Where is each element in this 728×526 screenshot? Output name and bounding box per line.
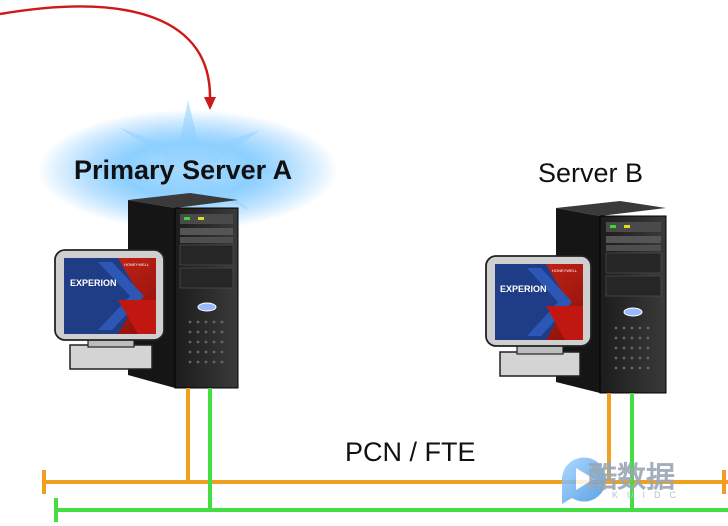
label-primary-server: Primary Server A: [74, 155, 293, 185]
watermark-logo: [562, 457, 606, 504]
monitor-brand-b: EXPERION: [500, 284, 547, 294]
monitor-badge-a: HONEYWELL: [124, 262, 150, 267]
network-orange: [42, 388, 728, 494]
monitor-brand-a: EXPERION: [70, 278, 117, 288]
label-server-b: Server B: [538, 158, 644, 188]
network-green: [54, 388, 728, 522]
label-network: PCN / FTE: [345, 437, 476, 467]
arrow: [0, 5, 216, 110]
watermark-subtext: KUIDC: [612, 490, 686, 500]
watermark-text: 酷数据: [588, 462, 676, 494]
server-b-workstation: EXPERION HONEYWELL: [485, 201, 667, 394]
primary-server-workstation: EXPERION HONEYWELL: [54, 193, 239, 389]
highlight-glow: [38, 100, 338, 230]
monitor-b: EXPERION HONEYWELL: [485, 255, 592, 377]
monitor-a: EXPERION HONEYWELL: [54, 249, 165, 370]
monitor-badge-b: HONEYWELL: [552, 268, 578, 273]
